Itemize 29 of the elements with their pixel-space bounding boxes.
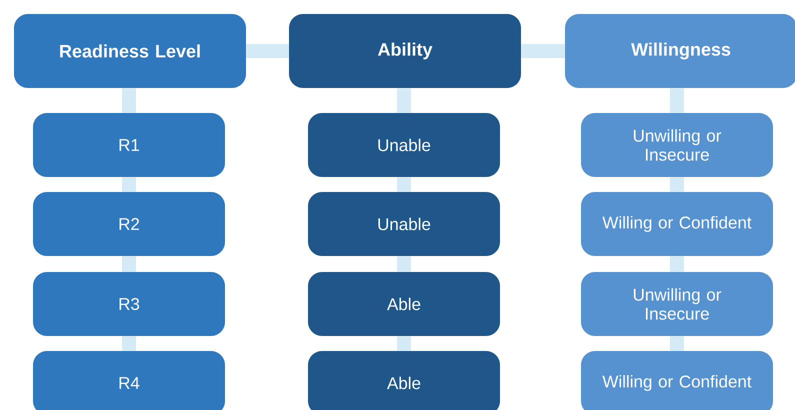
connector: [670, 177, 684, 192]
level-box: R1: [33, 113, 225, 177]
level-box: Unable: [308, 113, 500, 177]
level-box: R4: [33, 351, 225, 410]
connector: [122, 336, 136, 351]
connector: [397, 177, 411, 192]
connector: [122, 177, 136, 192]
connector: [397, 88, 411, 113]
connector: [122, 88, 136, 113]
header-box: Ability: [289, 14, 521, 88]
level-box: Unwilling or Insecure: [581, 272, 773, 336]
connector: [246, 44, 289, 58]
connector: [670, 256, 684, 272]
header-box: Readiness Level: [14, 14, 246, 88]
level-box: Unable: [308, 192, 500, 256]
connector: [521, 44, 565, 58]
header-box: Willingness: [565, 14, 795, 88]
level-box: Unwilling or Insecure: [581, 113, 773, 177]
connector: [670, 336, 684, 351]
connector: [122, 256, 136, 272]
level-box: Willing or Confident: [581, 192, 773, 256]
level-box: Willing or Confident: [581, 351, 773, 410]
connector: [397, 336, 411, 351]
level-box: R2: [33, 192, 225, 256]
level-box: Able: [308, 351, 500, 410]
connector: [670, 88, 684, 113]
level-box: Able: [308, 272, 500, 336]
connector: [397, 256, 411, 272]
level-box: R3: [33, 272, 225, 336]
